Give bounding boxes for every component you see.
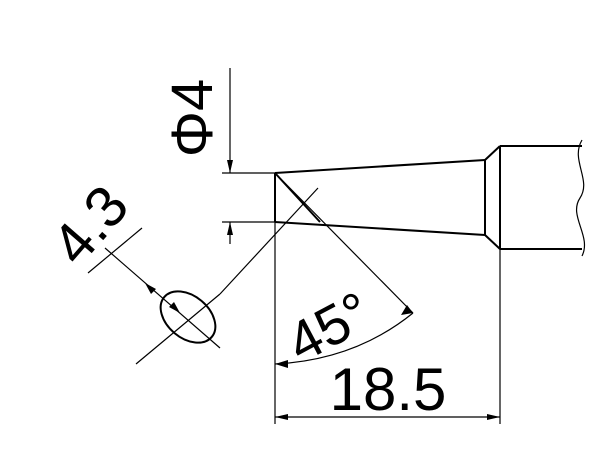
bevel-width-dimension: 4.3 <box>39 173 319 365</box>
tip-lower-edge <box>274 221 486 236</box>
diameter-label: Φ4 <box>160 79 225 158</box>
bevel-arrow-upper <box>145 283 156 294</box>
bevel-ext-lower <box>135 293 221 365</box>
length-label: 18.5 <box>330 356 447 423</box>
angle-arrow-start <box>275 360 288 368</box>
angle-reference-line <box>274 172 414 314</box>
tip-upper-edge <box>274 159 486 174</box>
bevel-arrow-lower <box>169 302 180 313</box>
angle-arrow-end <box>401 305 413 315</box>
length-dimension: 18.5 <box>274 222 501 424</box>
diameter-arrow-top <box>227 160 233 173</box>
shoulder-top <box>484 145 501 161</box>
length-arrow-left <box>275 414 288 420</box>
angle-dimension: 45° <box>274 172 414 374</box>
shoulder-bottom <box>484 234 501 250</box>
diameter-dimension: Φ4 <box>160 68 275 244</box>
bevel-ext-upper <box>87 227 143 274</box>
length-arrow-right <box>487 414 500 420</box>
break-line <box>575 139 585 257</box>
angle-arc <box>274 312 414 365</box>
tip-outline <box>274 139 585 257</box>
bevel-leader <box>219 187 319 295</box>
bevel-face-ellipse <box>159 290 217 344</box>
diameter-arrow-bottom <box>227 222 233 235</box>
bevel-width-label: 4.3 <box>39 173 141 277</box>
